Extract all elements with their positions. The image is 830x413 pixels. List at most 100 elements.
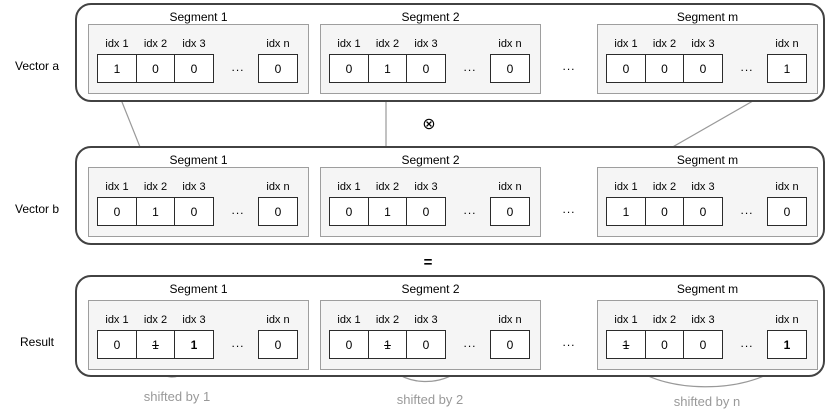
cell-value: 1	[783, 61, 791, 76]
vector-cell: 0	[329, 54, 369, 83]
vector-cell: 0	[406, 54, 446, 83]
index-label: idx n	[498, 181, 522, 193]
cell-value: 1	[190, 337, 198, 352]
cell-value: 0	[422, 204, 430, 219]
shift-label-2: shifted by 2	[396, 392, 464, 407]
cell-value: 0	[190, 61, 198, 76]
shift-label-n: shifted by n	[673, 394, 741, 409]
cell-value: 0	[506, 204, 514, 219]
cell-value: 0	[699, 61, 707, 76]
cell-value: 0	[345, 337, 353, 352]
index-label: idx 1	[105, 314, 129, 326]
vector-cell: 1	[97, 54, 137, 83]
cell-value: 0	[113, 337, 121, 352]
index-label: idx 2	[652, 38, 677, 50]
index-label: idx n	[266, 314, 290, 326]
cell-value: 1	[783, 337, 791, 352]
cell-value: 0	[152, 61, 159, 76]
index-label: idx 3	[182, 38, 206, 50]
index-label: idx 3	[414, 181, 438, 193]
index-label: idx 1	[614, 181, 638, 193]
vector-cell: 0	[490, 54, 530, 83]
index-label: idx 3	[414, 314, 438, 326]
cell-value: 0	[506, 61, 514, 76]
index-label: idx 2	[652, 181, 677, 193]
segment-title: Segment 1	[169, 153, 228, 167]
index-label: idx 3	[414, 38, 438, 50]
cell-value: 1	[622, 337, 630, 352]
index-label: idx n	[266, 38, 290, 50]
vector-cell: 0	[767, 197, 807, 226]
vector-cell: 0	[174, 54, 214, 83]
index-label: idx 2	[143, 314, 168, 326]
index-label: idx 1	[337, 181, 361, 193]
cell-value: 0	[190, 204, 198, 219]
vector-cell: 0	[258, 54, 298, 83]
vector-cell: 1	[367, 330, 408, 359]
shift-label-1: shifted by 1	[143, 389, 211, 404]
vector-cell: 0	[329, 330, 369, 359]
tensor-product-operator: ⊗	[422, 116, 436, 133]
index-label: idx 1	[614, 38, 638, 50]
vector-cell: 0	[329, 197, 369, 226]
vector-cell: 0	[406, 197, 446, 226]
vector-cell: 0	[606, 54, 646, 83]
vector-cell: 0	[683, 197, 723, 226]
cell-value: 0	[274, 61, 282, 76]
cell-value: 1	[113, 61, 121, 76]
index-label: idx 1	[337, 314, 361, 326]
vector-cell: 0	[644, 330, 685, 359]
vector-cell: 0	[97, 197, 137, 226]
cell-value: 0	[661, 204, 668, 219]
segment-title: Segment 2	[401, 10, 460, 24]
index-label: idx n	[498, 38, 522, 50]
cell-value: 0	[422, 61, 430, 76]
index-label: idx 1	[614, 314, 638, 326]
ellipsis-segments: ...	[562, 59, 576, 73]
result-label: Result	[19, 334, 54, 349]
cell-value: 0	[699, 337, 707, 352]
index-label: idx 3	[691, 314, 715, 326]
cell-value: 0	[113, 204, 121, 219]
index-label: idx n	[498, 314, 522, 326]
vector-cell: 0	[683, 54, 723, 83]
index-label: idx 3	[182, 181, 206, 193]
index-label: idx 2	[375, 181, 400, 193]
ellipsis-cells: ...	[463, 336, 477, 350]
vector-cell: 1	[606, 197, 646, 226]
vector-cell: 1	[367, 197, 408, 226]
cell-value: 1	[152, 204, 159, 219]
vector-cell: 1	[767, 330, 807, 359]
segment-title: Segment 1	[169, 282, 228, 296]
index-label: idx 2	[143, 38, 168, 50]
ellipsis-cells: ...	[740, 60, 754, 74]
cell-value: 0	[661, 337, 668, 352]
index-label: idx 1	[105, 38, 129, 50]
vector-cell: 0	[97, 330, 137, 359]
vector-cell: 1	[367, 54, 408, 83]
index-label: idx 2	[652, 314, 677, 326]
cell-value: 0	[783, 204, 791, 219]
vector-cell: 0	[490, 330, 530, 359]
ellipsis-segments: ...	[562, 202, 576, 216]
equals-operator: =	[423, 254, 433, 271]
segment-title: Segment 2	[401, 153, 460, 167]
segment-title: Segment m	[676, 10, 739, 24]
ellipsis-cells: ...	[740, 203, 754, 217]
cell-value: 0	[506, 337, 514, 352]
vector-cell: 1	[135, 330, 176, 359]
vector-cell: 0	[644, 54, 685, 83]
cell-value: 1	[622, 204, 630, 219]
vector-cell: 0	[135, 54, 176, 83]
cell-value: 0	[661, 61, 668, 76]
